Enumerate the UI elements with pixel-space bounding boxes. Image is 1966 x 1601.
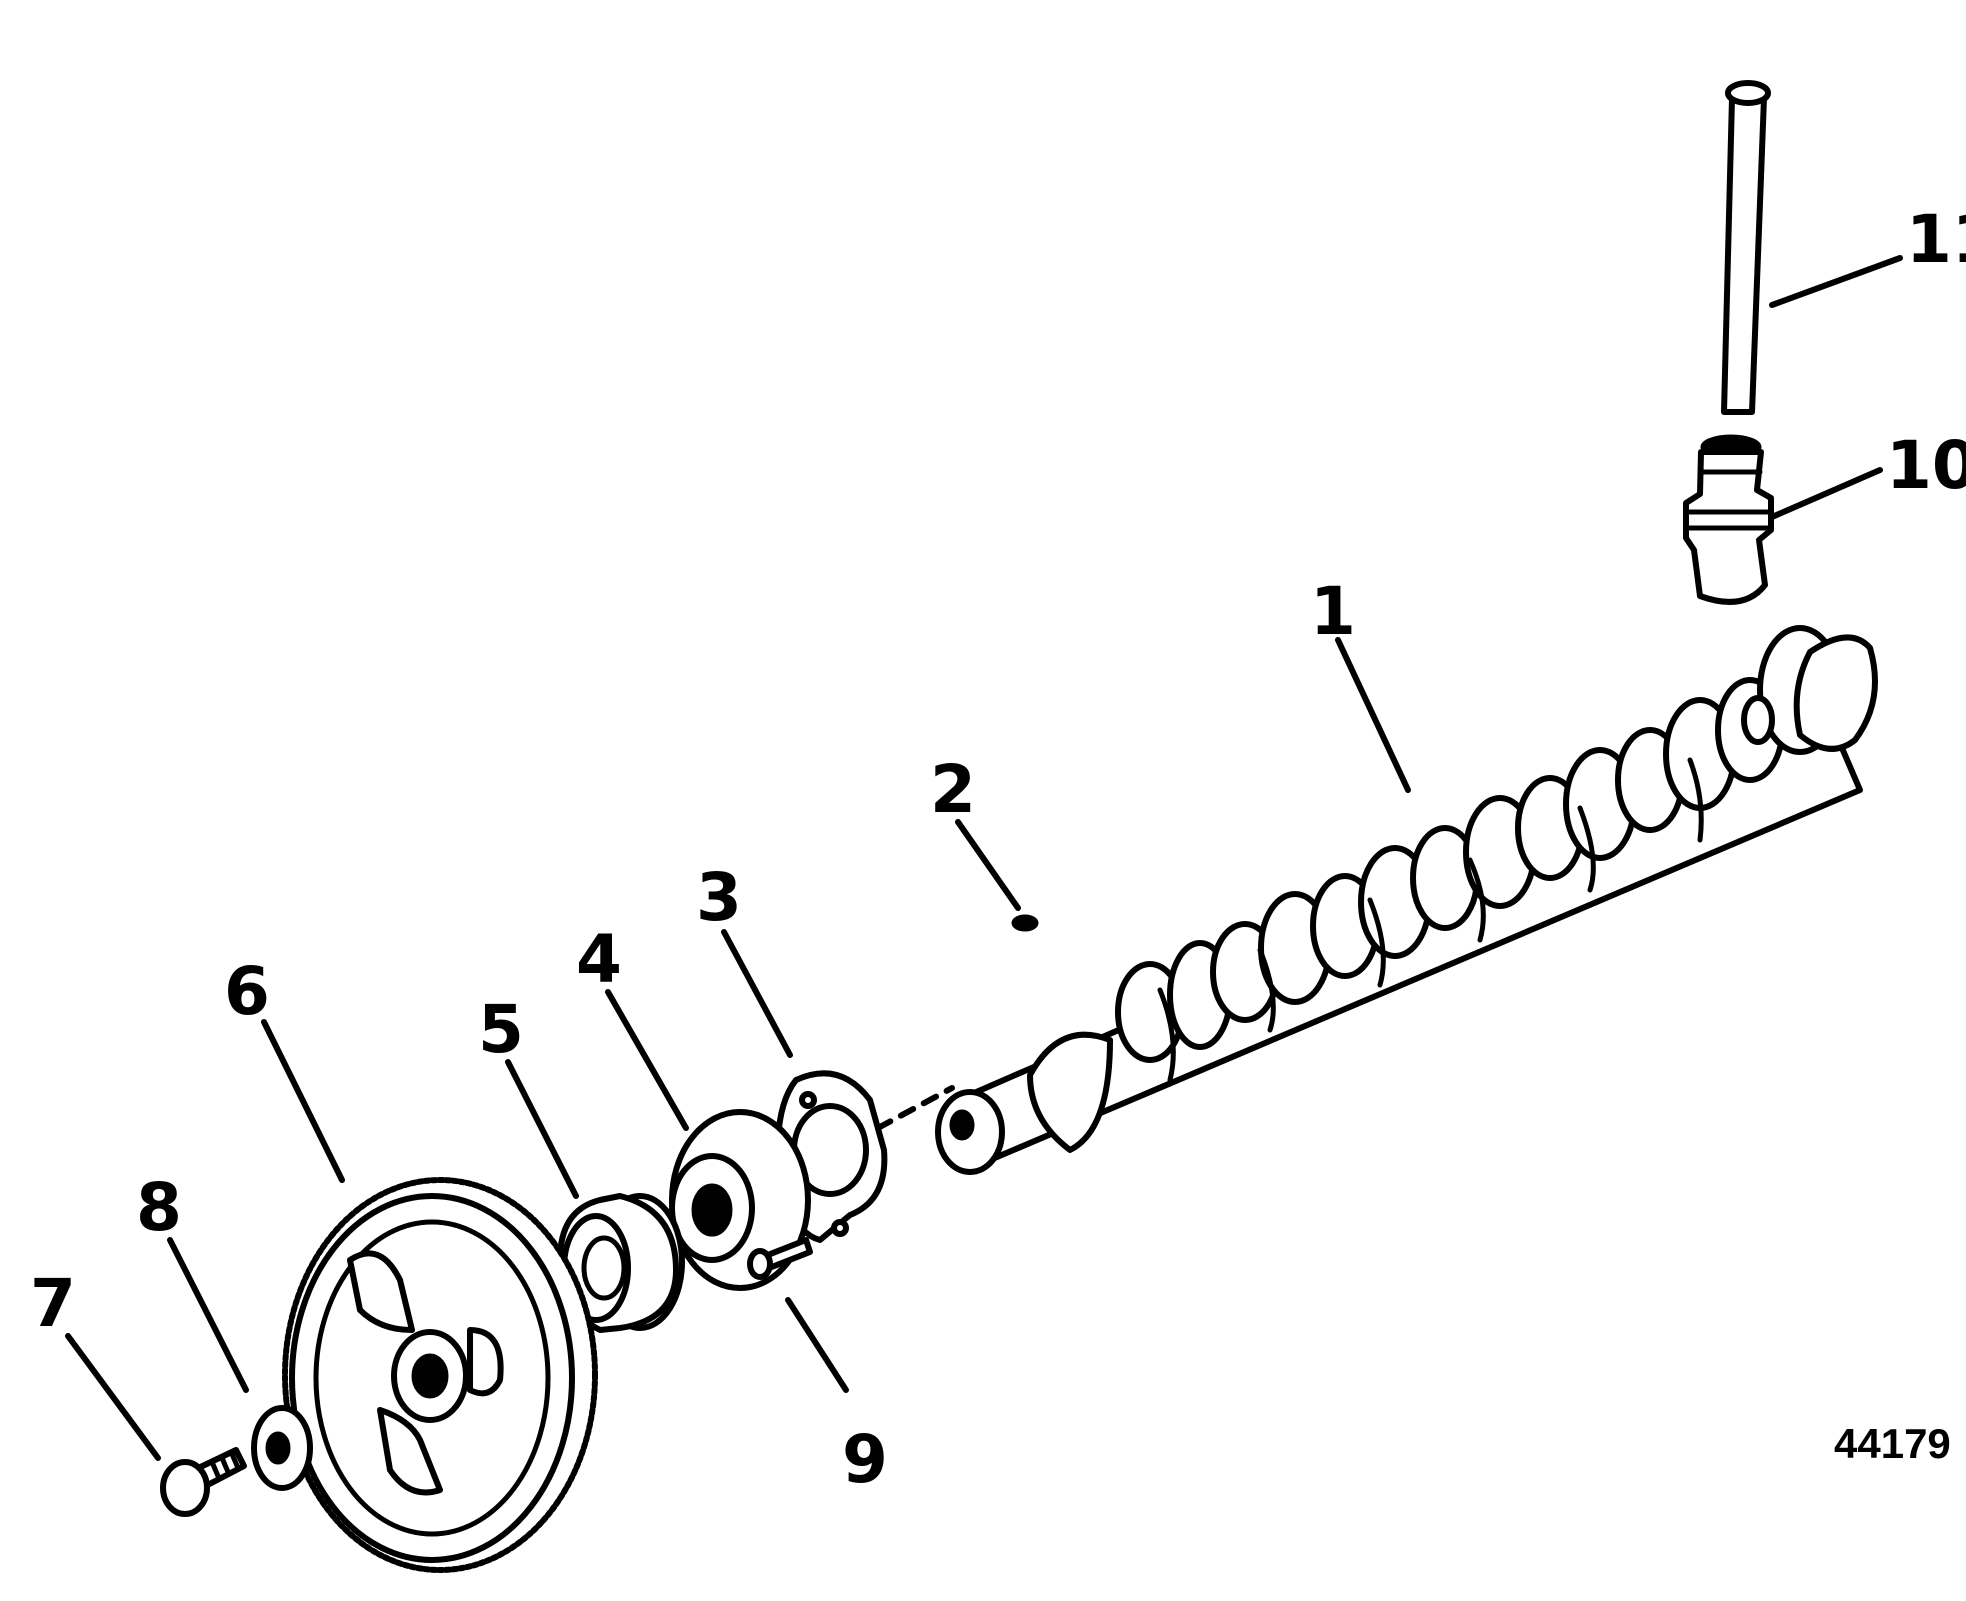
leader-3: [721, 929, 793, 1058]
leader-6: [261, 1019, 345, 1183]
leader-9: [785, 1297, 849, 1393]
thrust-plate-screw: [747, 1237, 813, 1280]
leader-8: [167, 1237, 249, 1393]
callout-10: 10: [1886, 427, 1966, 504]
woodruff-key: [1011, 914, 1039, 932]
leader-2: [955, 819, 1021, 911]
callouts: 11 10 1 2 3 4 5 6 8 7 9: [30, 201, 1966, 1498]
alignment-dashed-line: [875, 1085, 955, 1131]
callout-3: 3: [696, 859, 742, 936]
callout-6: 6: [224, 953, 270, 1030]
callout-1: 1: [1310, 573, 1356, 650]
leader-11: [1769, 255, 1903, 308]
spacer-ring: [669, 1109, 811, 1291]
leader-5: [505, 1059, 579, 1199]
leader-4: [605, 989, 689, 1131]
valve-lifter: [1683, 434, 1774, 605]
gear-bolt: [160, 1447, 247, 1517]
callout-2: 2: [930, 751, 976, 828]
callout-5: 5: [478, 991, 524, 1068]
callout-8: 8: [136, 1169, 182, 1246]
callout-4: 4: [576, 921, 622, 998]
callout-9: 9: [842, 1421, 888, 1498]
drawing-number: 44179: [1834, 1420, 1951, 1467]
camshaft-gear: [282, 1177, 598, 1573]
camshaft: [935, 625, 1878, 1175]
leader-lines: [65, 255, 1903, 1461]
leader-1: [1335, 637, 1411, 793]
washer: [251, 1405, 313, 1491]
leader-7: [65, 1333, 161, 1461]
callout-7: 7: [30, 1265, 76, 1342]
callout-11: 11: [1906, 201, 1966, 278]
pushrod: [1721, 80, 1771, 415]
leader-10: [1769, 467, 1883, 520]
